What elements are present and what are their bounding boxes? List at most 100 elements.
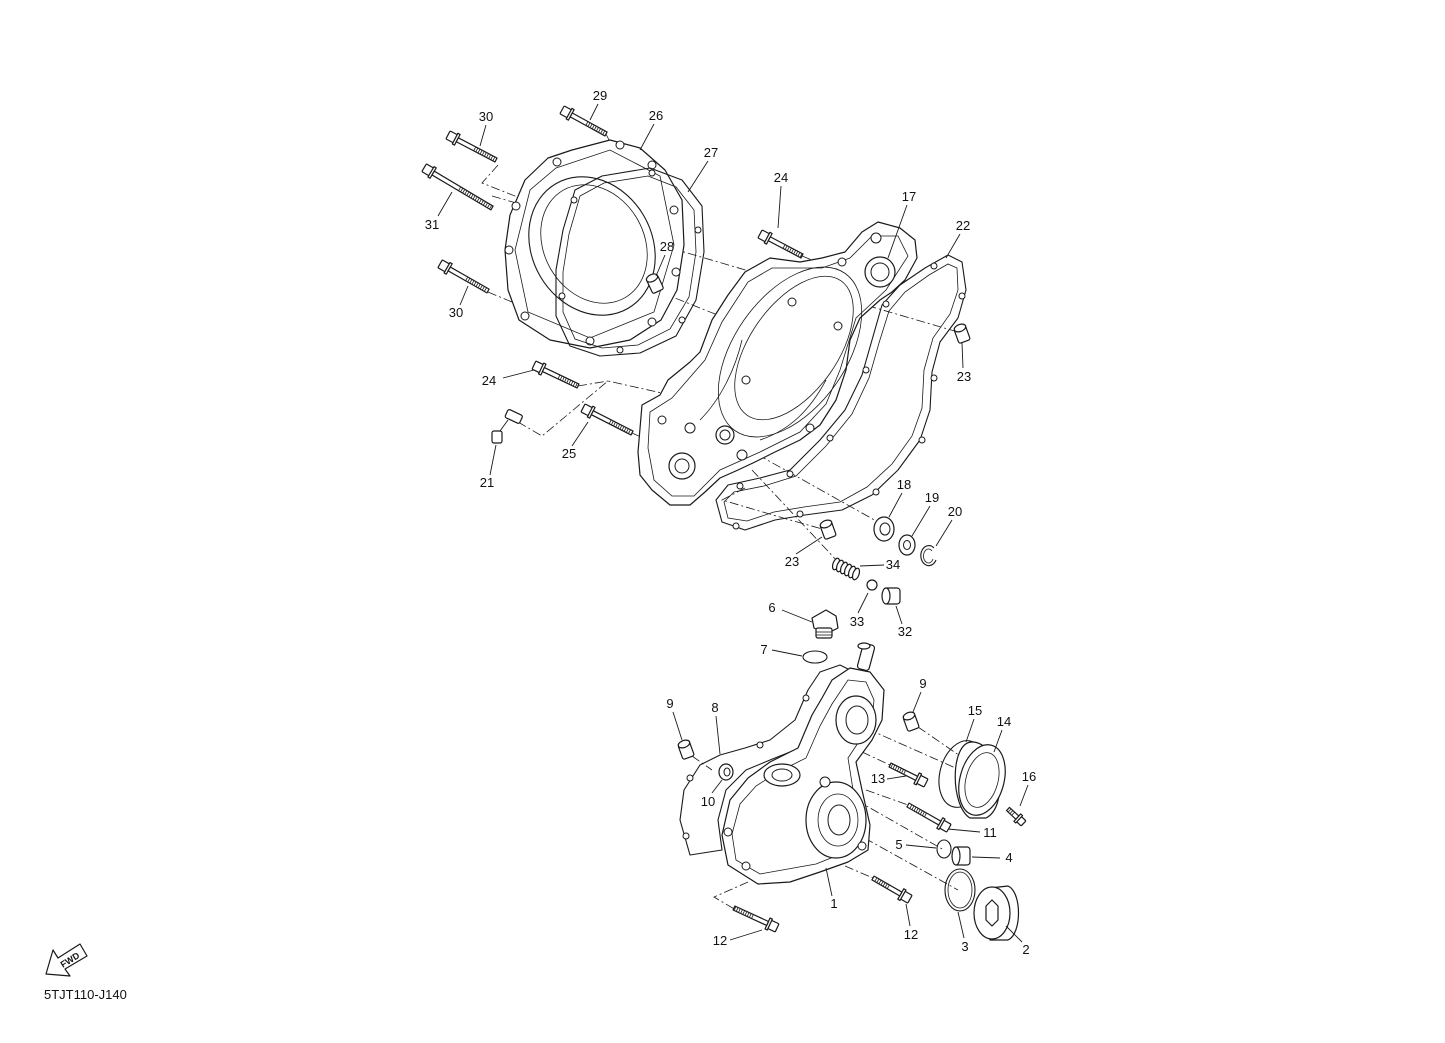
leader-12-left [729, 929, 763, 941]
cover-hole [819, 776, 831, 788]
bolt-thread [896, 766, 900, 772]
bolt-thread [913, 806, 917, 812]
leader-6 [781, 609, 813, 623]
bolt-thread [471, 280, 475, 285]
gasket-22-inner [723, 263, 959, 522]
assembly-line-clutch-bolts [481, 164, 521, 199]
leader-26 [639, 123, 655, 151]
callout-9-right: 9 [919, 676, 926, 691]
bolt-12-right [871, 875, 913, 904]
bolt-thread [472, 195, 476, 200]
spring-34 [831, 557, 861, 581]
bolt-lug [787, 297, 797, 307]
bolt-thread [566, 378, 569, 384]
gasket-hole [882, 300, 890, 308]
crankcase-cover-rib [699, 339, 743, 421]
bolt-thread [476, 197, 480, 202]
bolt-thread [608, 419, 612, 424]
o-ring-3 [944, 868, 976, 912]
bolt-thread [751, 914, 754, 919]
forward-arrow-shape [45, 943, 88, 977]
bolt-thread [917, 809, 921, 814]
bolt-thread [469, 279, 473, 284]
bolt-thread [587, 122, 591, 127]
callout-labels: 29 30 26 27 31 28 30 24 17 22 23 24 25 2… [425, 88, 1036, 957]
bolt-thread [598, 128, 601, 133]
bolt-thread [562, 376, 565, 382]
bolt-shaft [906, 802, 942, 826]
bolt-thread [487, 203, 490, 209]
callout-19: 19 [925, 490, 939, 505]
bolt-thread [479, 150, 483, 155]
bolt-thread [924, 812, 927, 818]
crankcase-boss-lower-bore [674, 458, 690, 474]
callout-30-upper: 30 [479, 109, 493, 124]
callout-22: 22 [956, 218, 970, 233]
bolt-hole [669, 205, 679, 215]
bolt-lug [657, 415, 667, 425]
bolt-thread [742, 910, 746, 915]
bolt-thread [919, 810, 923, 815]
leader-3 [957, 911, 965, 939]
callout-24-lower: 24 [482, 373, 496, 388]
bolt-25 [580, 403, 634, 436]
washer-inner [903, 540, 911, 550]
bolt-thread [797, 252, 801, 257]
clutch-cover-rim [514, 149, 675, 339]
bolt-thread [484, 202, 488, 207]
bolt-thread [884, 883, 888, 888]
crankcase-cover-flange [647, 235, 909, 497]
gasket-hole [736, 482, 744, 490]
callout-12-right: 12 [904, 927, 918, 942]
leader-11 [947, 828, 981, 833]
gasket-hole [958, 292, 966, 300]
bolt-lug [684, 422, 696, 434]
bolt-shaft [767, 236, 804, 259]
leader-4 [971, 856, 1001, 859]
assembly-line-bolts-12 [713, 881, 749, 911]
callout-16: 16 [1022, 769, 1036, 784]
bolt-thread [589, 123, 593, 128]
cap-face-ring [964, 752, 1000, 808]
leader-30-upper [479, 124, 487, 147]
leader-5 [905, 844, 937, 849]
leader-27 [687, 160, 709, 193]
hose-spigot [856, 642, 876, 672]
bolt-thread [600, 129, 604, 134]
bolt-thread [484, 287, 487, 292]
bolt-lug [736, 449, 748, 461]
bolt-thread [880, 881, 884, 886]
leader-13 [886, 775, 907, 780]
leader-19 [911, 505, 931, 537]
bolt-hole [647, 317, 657, 327]
bolt-hole [552, 157, 562, 167]
bolt-thread [460, 187, 464, 193]
bolt-31 [421, 163, 494, 211]
leader-34 [859, 564, 885, 567]
gasket-hole [930, 262, 938, 270]
assembly-line-bolt-13 [861, 751, 891, 766]
leader-10 [711, 779, 723, 794]
plug-face [951, 846, 961, 866]
pump-housing-bore [845, 705, 869, 735]
leader-15 [965, 718, 975, 743]
bolt-shaft [1005, 806, 1020, 820]
dowel-end [902, 711, 916, 721]
bolt-thread [921, 811, 925, 816]
bolt-11 [906, 802, 952, 833]
gasket-hole [678, 316, 686, 324]
bolt-thread [492, 156, 496, 162]
bolt-thread [621, 426, 625, 431]
cap-face [958, 744, 1006, 816]
bolt-lug [833, 321, 843, 331]
bolt-shaft [569, 112, 608, 137]
bolt-thread [733, 906, 737, 911]
bolt-hole [615, 140, 625, 150]
assembly-line-bolts-24-25 [517, 380, 703, 437]
callout-1: 1 [830, 896, 837, 911]
bolt-thread [899, 768, 902, 773]
bolt-thread [575, 383, 578, 388]
circlip-ring-inner [923, 548, 934, 564]
bolt-thread [617, 424, 621, 429]
